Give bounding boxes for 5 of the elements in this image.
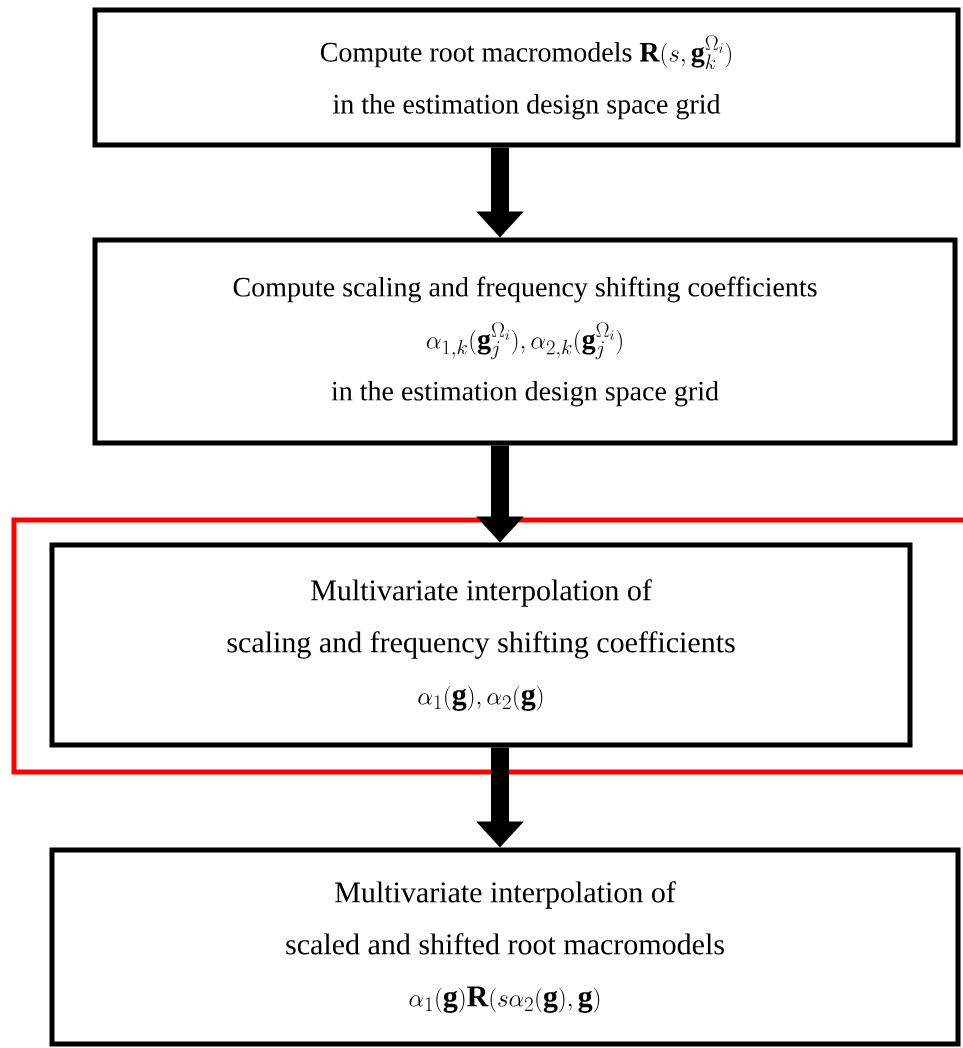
process-box: Multivariate interpolation of scaling and frequency shifting coefficients $\alpha_1(\mathbf{g}), \alpha_2(\mathbf{g})$ [49,542,913,748]
process-box: Compute scaling and frequency shifting coefficients $\alpha_{1,k}(\mathbf{g}_{j}^{\Omega_i}), \alpha_{2,k}(\mathbf{g}_{j}^{\Omega_i})$ in the estimation design space grid [92,237,958,446]
highlight-frame [11,517,963,775]
process-box: Compute root macromodels $\mathbf{R}(s,\mathbf{g}_{k}^{\Omega_i})$ in the estimation design space grid [92,7,961,148]
process-box: Multivariate interpolation of scaled and shifted root macromodels $\alpha_1(\mathbf{g})\mathbf{R}(s\alpha_2(\mathbf{g}),\mathbf{g})$ [49,847,961,1047]
